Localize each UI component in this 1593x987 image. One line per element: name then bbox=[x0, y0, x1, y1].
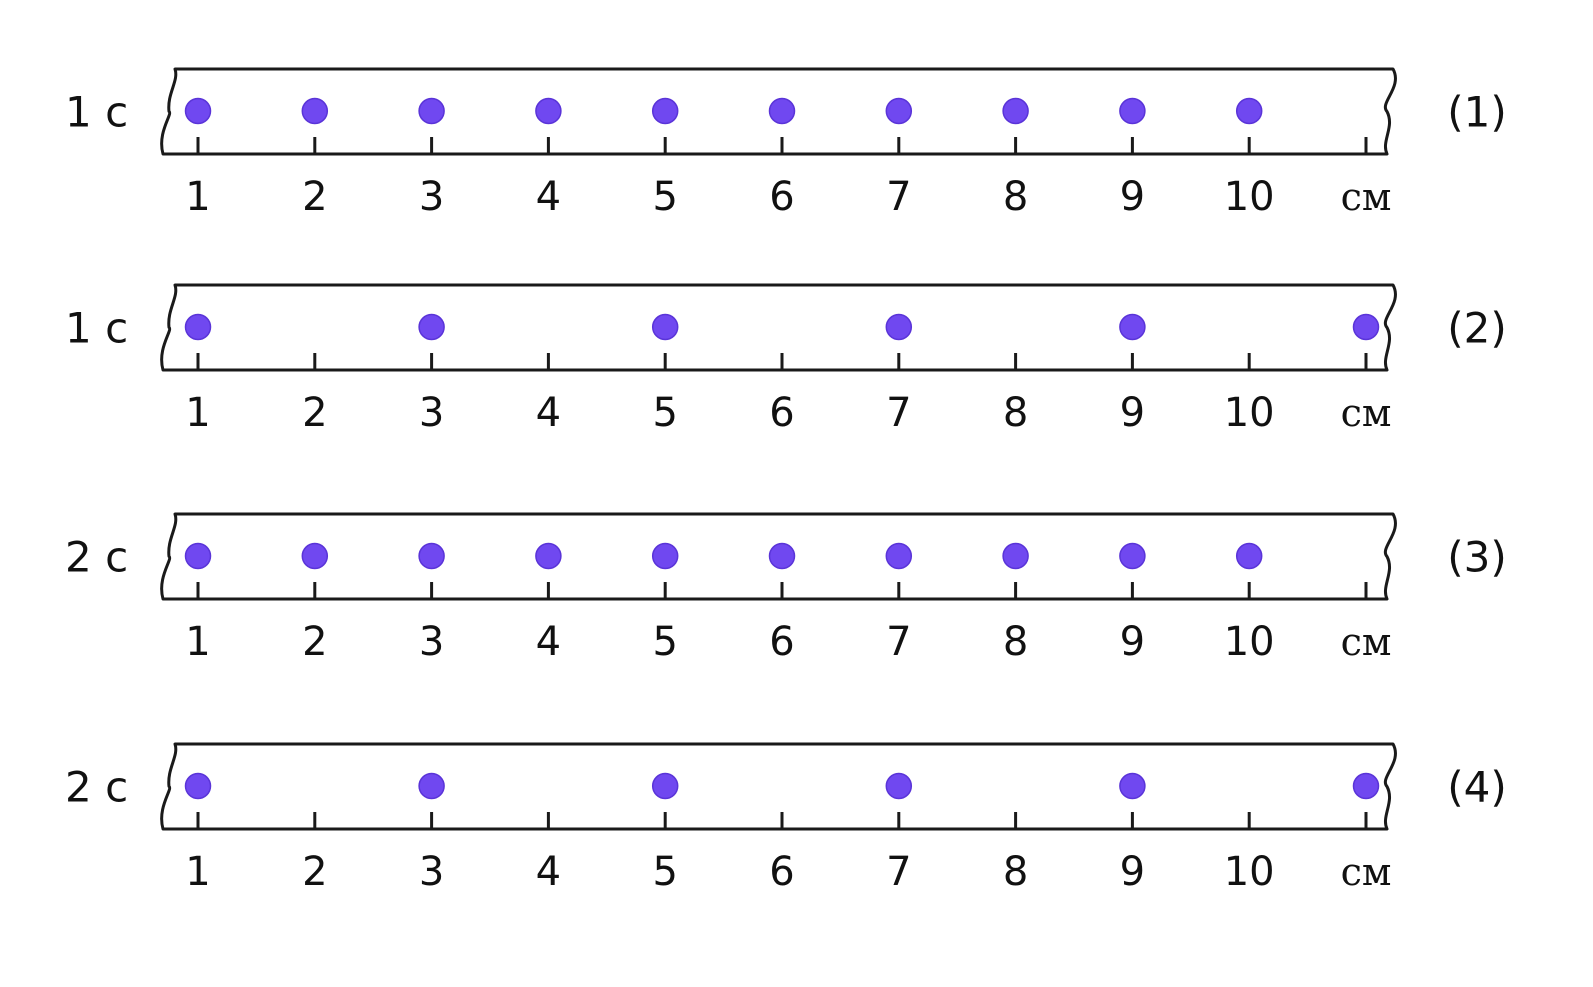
unit-label: см bbox=[1341, 620, 1392, 664]
ticker-dot bbox=[885, 542, 913, 570]
ticker-dot bbox=[184, 772, 212, 800]
ticker-dot bbox=[1119, 313, 1146, 341]
strip-number: (2) bbox=[1447, 304, 1507, 353]
ticker-strip-2: 1 2 3 4 5 6 7 8 9 10 см 1 с (2) bbox=[65, 283, 1507, 436]
time-label: 2 с bbox=[65, 533, 128, 582]
tick-label: 6 bbox=[769, 619, 794, 665]
ticker-dot bbox=[418, 772, 445, 800]
tick-label: 4 bbox=[536, 619, 561, 665]
ticker-dot bbox=[885, 313, 913, 341]
tick-label: 1 bbox=[185, 619, 210, 665]
tick-label: 9 bbox=[1120, 390, 1145, 436]
ticker-strip-3: 1 2 3 4 5 6 7 8 9 10 см 2 с (3) bbox=[65, 512, 1507, 665]
tick-label: 3 bbox=[419, 619, 444, 665]
strip-number: (1) bbox=[1447, 88, 1507, 137]
ticker-dot bbox=[184, 313, 212, 341]
tick-label: 5 bbox=[652, 619, 677, 665]
tick-label: 7 bbox=[886, 174, 911, 220]
ticker-dot bbox=[301, 542, 329, 570]
ticker-dot bbox=[535, 542, 562, 570]
ticker-dot bbox=[1235, 97, 1263, 125]
ticker-dot bbox=[418, 313, 445, 341]
tick-label: 3 bbox=[419, 174, 444, 220]
tick-label: 1 bbox=[185, 390, 210, 436]
unit-label: см bbox=[1341, 175, 1392, 219]
tick-label: 7 bbox=[886, 390, 911, 436]
tick-label: 5 bbox=[652, 849, 677, 895]
ticker-dot bbox=[885, 772, 913, 800]
tick-label: 1 bbox=[185, 849, 210, 895]
tick-label: 10 bbox=[1224, 390, 1275, 436]
ticker-dot bbox=[184, 542, 212, 570]
time-label: 1 с bbox=[65, 304, 128, 353]
ticker-dot bbox=[651, 313, 679, 341]
tick-label: 4 bbox=[536, 849, 561, 895]
ticker-strip-4: 1 2 3 4 5 6 7 8 9 10 см 2 с (4) bbox=[65, 742, 1507, 895]
unit-label: см bbox=[1341, 850, 1392, 894]
tick-label: 2 bbox=[302, 849, 327, 895]
tick-label: 8 bbox=[1003, 619, 1028, 665]
tick-label: 3 bbox=[419, 390, 444, 436]
ticker-dot bbox=[651, 97, 679, 125]
ticker-dot bbox=[1119, 542, 1146, 570]
strip-number: (4) bbox=[1447, 763, 1507, 812]
tick-label: 7 bbox=[886, 849, 911, 895]
tick-label: 9 bbox=[1120, 619, 1145, 665]
ticker-dot bbox=[1352, 772, 1380, 800]
tick-label: 2 bbox=[302, 390, 327, 436]
ticker-dot bbox=[1352, 313, 1380, 341]
tick-label: 4 bbox=[536, 174, 561, 220]
ticker-dot bbox=[418, 542, 445, 570]
ticker-dot bbox=[768, 542, 796, 570]
tick-label: 10 bbox=[1224, 174, 1275, 220]
tick-label: 1 bbox=[185, 174, 210, 220]
ticker-dot bbox=[1235, 542, 1263, 570]
tape-outline bbox=[160, 283, 1397, 372]
tick-label: 6 bbox=[769, 174, 794, 220]
tick-label: 10 bbox=[1224, 849, 1275, 895]
strip-number: (3) bbox=[1447, 533, 1507, 582]
tick-label: 3 bbox=[419, 849, 444, 895]
unit-label: см bbox=[1341, 391, 1392, 435]
tick-label: 10 bbox=[1224, 619, 1275, 665]
tick-label: 5 bbox=[652, 390, 677, 436]
tick-label: 9 bbox=[1120, 849, 1145, 895]
ticker-dot bbox=[1002, 97, 1029, 125]
ticker-dot bbox=[184, 97, 212, 125]
ticker-dot bbox=[651, 542, 679, 570]
ticker-strip-1: 1 2 3 4 5 6 7 8 9 10 см 1 с (1) bbox=[65, 67, 1507, 220]
tick-label: 8 bbox=[1003, 174, 1028, 220]
tick-label: 6 bbox=[769, 849, 794, 895]
tick-label: 2 bbox=[302, 174, 327, 220]
time-label: 1 с bbox=[65, 88, 128, 137]
ticker-dot bbox=[1119, 97, 1146, 125]
ticker-dot bbox=[651, 772, 679, 800]
tick-label: 5 bbox=[652, 174, 677, 220]
ticker-dot bbox=[301, 97, 329, 125]
tick-label: 8 bbox=[1003, 849, 1028, 895]
tick-label: 7 bbox=[886, 619, 911, 665]
ticker-dot bbox=[535, 97, 562, 125]
time-label: 2 с bbox=[65, 763, 128, 812]
ticker-dot bbox=[418, 97, 445, 125]
ticker-dot bbox=[1002, 542, 1029, 570]
tick-label: 6 bbox=[769, 390, 794, 436]
tape-outline bbox=[160, 742, 1397, 831]
tick-label: 2 bbox=[302, 619, 327, 665]
ticker-dot bbox=[1119, 772, 1146, 800]
ticker-dot bbox=[885, 97, 913, 125]
ticker-dot bbox=[768, 97, 796, 125]
tick-label: 4 bbox=[536, 390, 561, 436]
tick-label: 9 bbox=[1120, 174, 1145, 220]
tick-label: 8 bbox=[1003, 390, 1028, 436]
